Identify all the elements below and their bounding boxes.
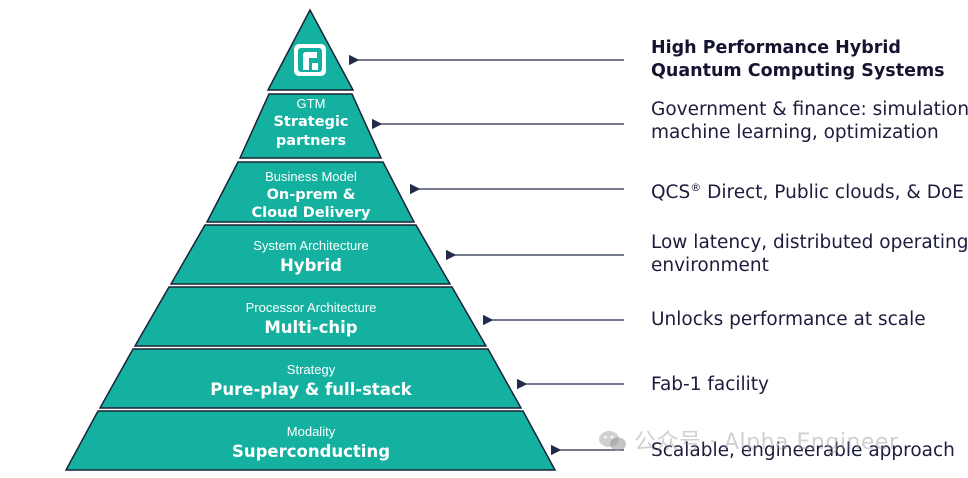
tier-modality-main: Superconducting — [232, 442, 390, 461]
desc-business-sup: ® — [690, 181, 702, 194]
tier-business-model — [205, 161, 416, 223]
desc-processor: Unlocks performance at scale — [651, 309, 926, 330]
tier-business-main-line1: On-prem & — [267, 187, 356, 203]
desc-gtm-line1: Government & finance: simulation, — [651, 99, 968, 120]
desc-modality: Scalable, engineerable approach — [651, 440, 955, 461]
wechat-icon — [599, 431, 626, 451]
tier-system-main: Hybrid — [280, 256, 342, 275]
tier-strategy-main: Pure-play & full-stack — [210, 380, 412, 399]
watermark-text: 公众号 · Alpha Engineer — [634, 430, 899, 455]
desc-top-line2: Quantum Computing Systems — [651, 61, 945, 81]
tier-processor-architecture — [133, 286, 488, 347]
desc-system-line1: Low latency, distributed operating — [651, 232, 968, 253]
desc-strategy: Fab-1 facility — [651, 374, 769, 395]
tier-system-sub: System Architecture — [253, 238, 369, 253]
tier-gtm — [238, 93, 383, 159]
tier-modality — [64, 410, 557, 471]
tier-gtm-sub: GTM — [297, 96, 326, 111]
tier-strategy — [98, 348, 523, 409]
desc-business-pre: QCS — [651, 182, 691, 204]
tier-business-main-line2: Cloud Delivery — [251, 205, 371, 221]
desc-gtm: Government & finance: simulation, machin… — [651, 98, 968, 144]
desc-gtm-line2: machine learning, optimization — [651, 122, 939, 143]
tier-processor-main: Multi-chip — [264, 318, 357, 337]
desc-business-post: Direct, Public clouds, & DoE — [701, 182, 964, 204]
rigetti-logo-icon — [294, 44, 326, 76]
watermark: 公众号 · Alpha Engineer — [598, 424, 899, 456]
desc-top: High Performance Hybrid Quantum Computin… — [651, 37, 945, 83]
tier-system-architecture — [169, 224, 452, 285]
tier-processor-sub: Processor Architecture — [246, 300, 377, 315]
desc-top-line1: High Performance Hybrid — [651, 38, 901, 58]
tier-gtm-main-line1: Strategic — [273, 114, 348, 130]
desc-system-line2: environment — [651, 255, 769, 276]
tier-business-sub: Business Model — [265, 169, 357, 184]
tier-modality-sub: Modality — [287, 424, 336, 439]
desc-business: QCS® Direct, Public clouds, & DoE — [651, 176, 964, 204]
tier-strategy-sub: Strategy — [287, 362, 336, 377]
tier-gtm-main-line2: partners — [276, 133, 346, 149]
desc-system: Low latency, distributed operating envir… — [651, 231, 968, 277]
